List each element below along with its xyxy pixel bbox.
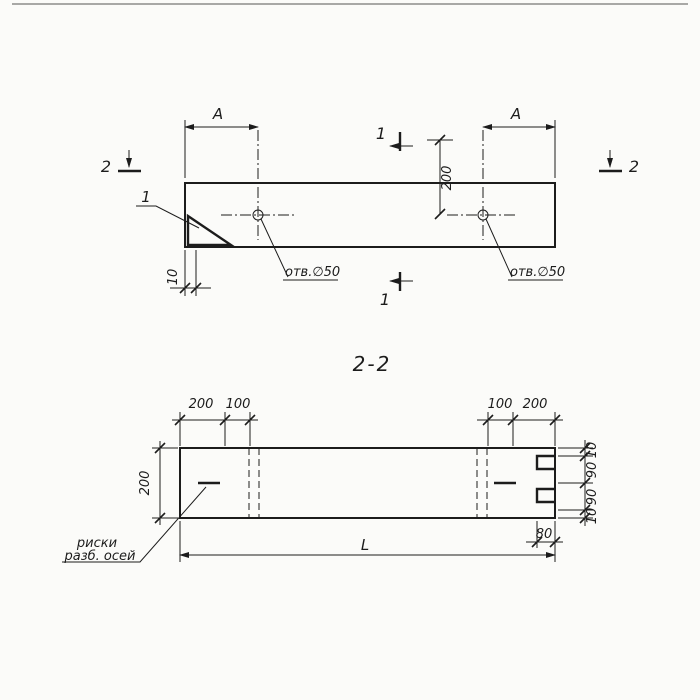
section1-label-top: 1 <box>376 124 386 143</box>
section-outline <box>179 447 556 519</box>
hole-right-leader <box>485 218 563 281</box>
hidden-edges <box>248 448 488 518</box>
beam-outline <box>184 182 556 248</box>
end-notches <box>535 454 555 504</box>
dim-right-10-top: 10 <box>585 442 600 459</box>
section1-label-bottom: 1 <box>380 290 390 309</box>
dim-topleft-200: 200 <box>189 397 214 412</box>
dim-a-right-label: A <box>510 105 521 123</box>
hole-left-leader <box>260 218 338 281</box>
section-dim-ticks <box>154 414 591 548</box>
axes-note-leader <box>62 486 207 563</box>
dim-a-left-label: A <box>212 105 223 123</box>
dim-right-90-bottom: 90 <box>585 489 600 506</box>
section2-label-left: 2 <box>101 157 111 176</box>
dim-left-200-label: 200 <box>138 471 153 496</box>
dim-10-label: 10 <box>166 269 181 286</box>
dim-topright-200: 200 <box>523 397 548 412</box>
hole-left <box>252 209 264 221</box>
hole-left-label: отв.∅50 <box>285 265 340 280</box>
dim-200-label: 200 <box>440 166 455 191</box>
axes-note-line2: разб. осей <box>64 549 136 564</box>
chamfer-detail <box>186 213 235 247</box>
dim-right-90-top: 90 <box>585 462 600 479</box>
section-title: 2-2 <box>353 352 392 376</box>
plan-view: 1 отв.∅50 отв.∅50 A A 200 10 1 1 <box>101 105 639 309</box>
dim-topright-100: 100 <box>488 397 513 412</box>
axes-note-line1: риски <box>76 536 117 551</box>
hole-right-label: отв.∅50 <box>510 265 565 280</box>
dim-right-chain-lines <box>558 440 593 526</box>
dim-right-10-bottom: 10 <box>585 508 600 525</box>
dim-topleft-100: 100 <box>226 397 251 412</box>
dim-topleft-lines <box>172 412 258 446</box>
dim-L-label: L <box>361 536 369 554</box>
dim-topright-lines <box>477 412 563 446</box>
section2-label-right: 2 <box>629 157 639 176</box>
section-2-2-view: 2-2 риски разб. осей 200 100 100 200 200… <box>62 352 600 564</box>
hole-right <box>477 209 489 221</box>
detail-callout-leader <box>136 205 200 229</box>
dim-80-lines <box>526 521 563 548</box>
plan-dim-ticks <box>179 134 446 294</box>
detail-callout-label: 1 <box>141 188 151 206</box>
dim-left-200-lines <box>152 441 178 525</box>
hole-centerlines <box>221 130 517 240</box>
